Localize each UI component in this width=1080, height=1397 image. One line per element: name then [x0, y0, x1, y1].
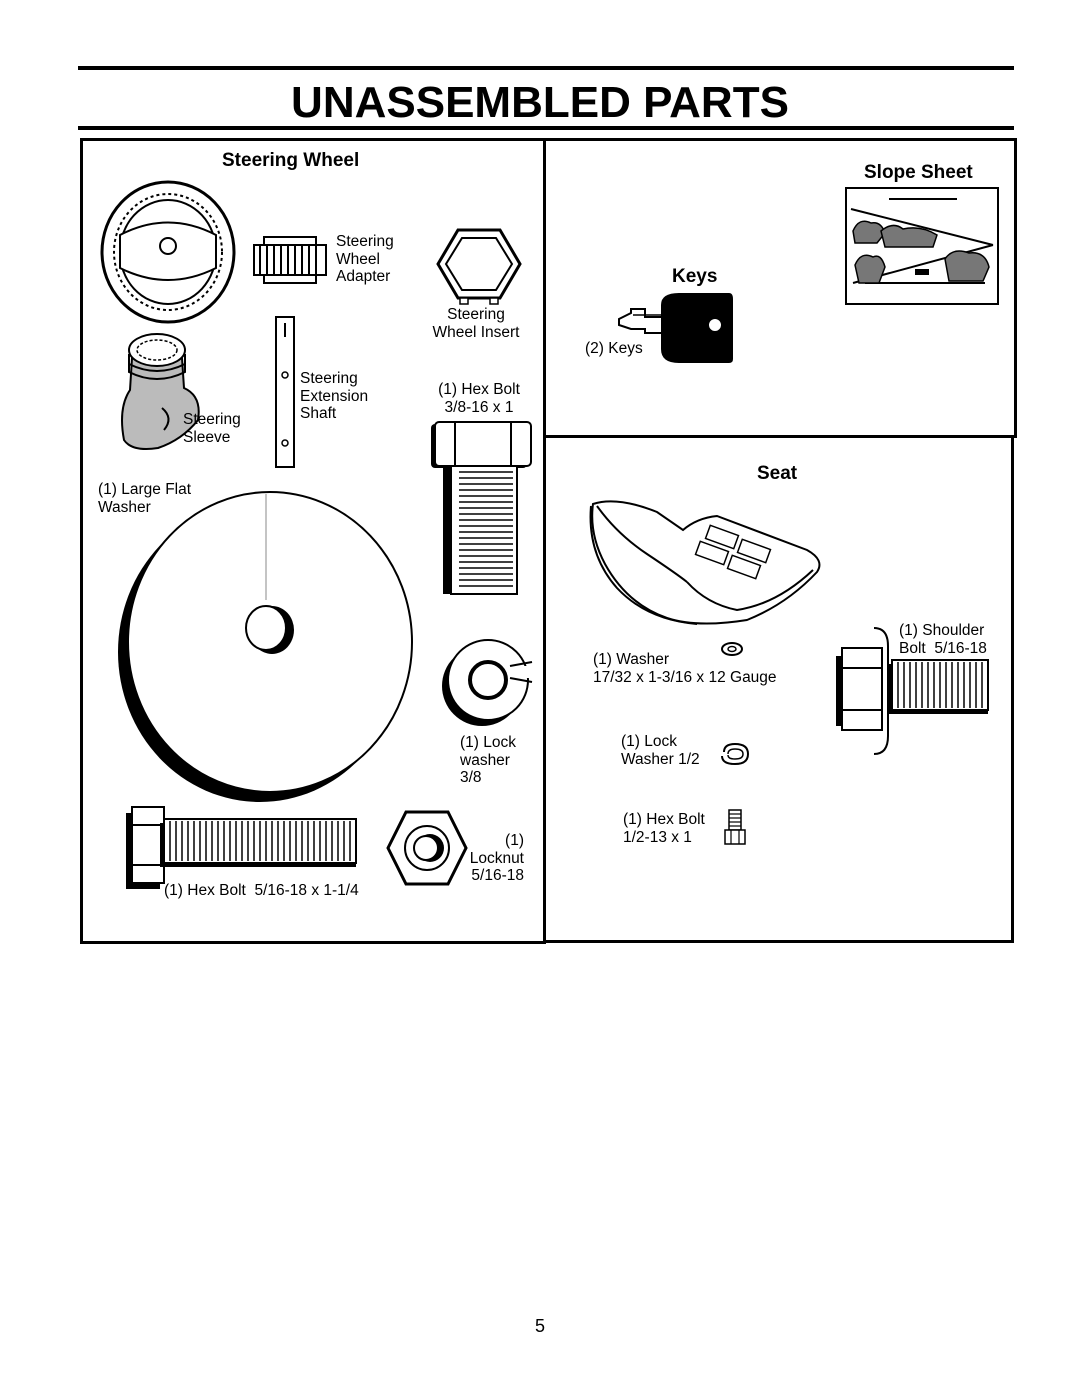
steering-wheel-insert-label: Steering Wheel Insert	[432, 306, 520, 341]
steering-extension-shaft-icon	[275, 316, 295, 468]
steering-wheel-adapter-icon	[253, 236, 327, 284]
lock-washer-label: (1) Lock washer 3/8	[460, 734, 516, 786]
large-flat-washer-label: (1) Large Flat Washer	[98, 481, 192, 516]
right-bottom-panel	[543, 435, 1014, 943]
page-number: 5	[534, 1316, 545, 1336]
large-flat-washer-icon	[118, 491, 413, 802]
washer-label: (1) Washer	[593, 651, 670, 668]
slope-sheet-heading: Slope Sheet	[864, 162, 973, 183]
washer-icon	[721, 642, 743, 656]
page-title: UNASSEMBLED PARTS	[291, 78, 789, 127]
seat-lock-washer-label: (1) Lock Washer 1/2	[621, 733, 700, 768]
shoulder-bolt-label: (1) Shoulder Bolt 5/16-18	[899, 622, 987, 657]
key-icon	[618, 293, 733, 363]
lock-washer-icon	[442, 639, 533, 726]
shoulder-bolt-icon	[836, 627, 989, 755]
top-rule	[78, 66, 1014, 70]
steering-sleeve-icon	[121, 333, 200, 450]
steering-wheel-adapter-label: Steering Wheel Adapter	[336, 233, 394, 285]
seat-hex-bolt-icon	[724, 809, 746, 845]
keys-label: (2) Keys	[585, 340, 643, 357]
steering-sleeve-label: Steering Sleeve	[183, 411, 241, 446]
title-underline	[78, 126, 1014, 130]
keys-heading: Keys	[672, 266, 718, 287]
slope-sheet-icon	[845, 187, 999, 305]
washer-size-label: 17/32 x 1-3/16 x 12 Gauge	[593, 669, 777, 686]
seat-heading: Seat	[757, 463, 798, 484]
seat-hex-bolt-label: (1) Hex Bolt 1/2-13 x 1	[623, 811, 705, 846]
seat-icon	[589, 500, 821, 625]
steering-wheel-icon	[100, 180, 236, 324]
steering-wheel-insert-icon	[436, 228, 522, 305]
seat-lock-washer-icon	[721, 742, 750, 766]
steering-extension-shaft-label: Steering Extension Shaft	[300, 370, 369, 422]
hex-bolt-long-icon	[126, 806, 357, 889]
locknut-label: (1) Locknut 5/16-18	[469, 832, 524, 884]
steering-wheel-heading: Steering Wheel	[222, 150, 360, 171]
hex-bolt-small-icon	[431, 421, 532, 595]
hex-bolt-long-label: (1) Hex Bolt 5/16-18 x 1-1/4	[164, 882, 359, 899]
locknut-icon	[386, 810, 468, 886]
hex-bolt-small-label: (1) Hex Bolt 3/8-16 x 1	[438, 381, 520, 416]
